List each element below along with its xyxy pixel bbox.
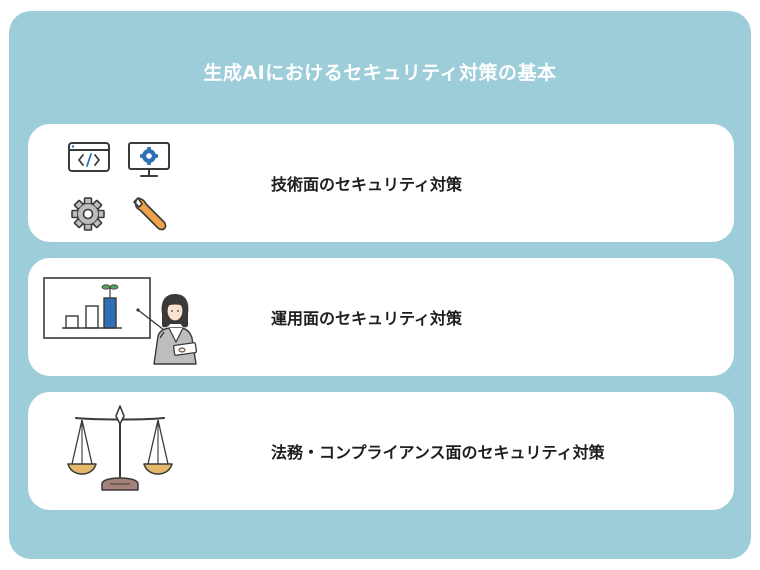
wrench-icon xyxy=(133,197,167,231)
code-window-icon xyxy=(68,142,110,172)
card-technical-label: 技術面のセキュリティ対策 xyxy=(271,175,463,194)
card-operational-label: 運用面のセキュリティ対策 xyxy=(271,309,463,328)
presenter-chart-icon xyxy=(43,277,198,365)
card-legal: 法務・コンプライアンス面のセキュリティ対策 xyxy=(28,392,734,510)
balance-scale-icon xyxy=(67,405,173,491)
diagram-title: 生成AIにおけるセキュリティ対策の基本 xyxy=(203,62,557,84)
card-technical: 技術面のセキュリティ対策 xyxy=(28,124,734,242)
gear-icon xyxy=(71,197,105,231)
card-operational: 運用面のセキュリティ対策 xyxy=(28,258,734,376)
monitor-gear-icon xyxy=(128,142,170,177)
card-legal-label: 法務・コンプライアンス面のセキュリティ対策 xyxy=(271,443,605,462)
